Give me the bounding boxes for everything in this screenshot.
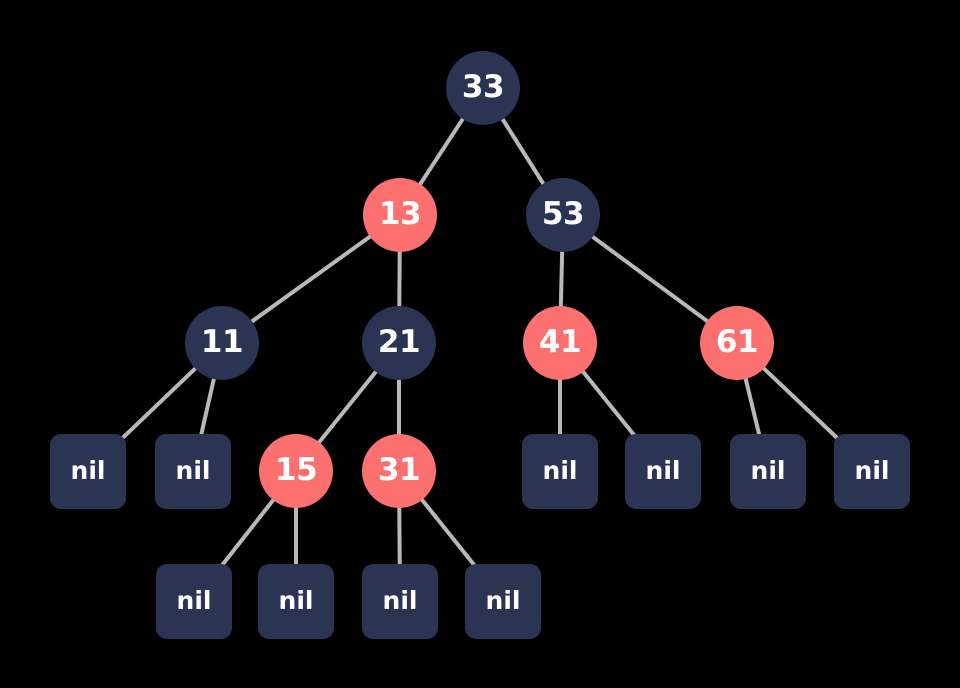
tree-node-13[interactable]: 13 [363,178,437,252]
tree-node-label: nil [278,585,314,615]
tree-node-nil[interactable]: nil [258,563,334,639]
tree-node-41[interactable]: 41 [523,306,597,380]
tree-node-label: 21 [377,323,421,360]
tree-node-33[interactable]: 33 [446,51,520,125]
tree-node-label: 61 [715,323,759,360]
tree-node-label: nil [70,455,106,485]
tree-node-label: nil [750,455,786,485]
tree-node-nil[interactable]: nil [522,433,598,509]
tree-node-label: nil [176,585,212,615]
tree-node-label: 15 [274,451,318,488]
tree-node-label: 11 [200,323,244,360]
tree-node-label: 33 [461,68,505,105]
tree-node-11[interactable]: 11 [185,306,259,380]
tree-node-nil[interactable]: nil [50,433,126,509]
tree-node-nil[interactable]: nil [362,563,438,639]
tree-node-31[interactable]: 31 [362,434,436,508]
tree-node-nil[interactable]: nil [834,433,910,509]
tree-node-nil[interactable]: nil [465,563,541,639]
tree-node-label: 53 [541,195,585,232]
tree-node-nil[interactable]: nil [156,563,232,639]
tree-node-61[interactable]: 61 [700,306,774,380]
tree-node-label: nil [854,455,890,485]
tree-node-53[interactable]: 53 [526,178,600,252]
tree-node-nil[interactable]: nil [730,433,806,509]
tree-node-label: nil [645,455,681,485]
tree-node-15[interactable]: 15 [259,434,333,508]
tree-node-label: 41 [538,323,582,360]
tree-node-label: nil [542,455,578,485]
tree-node-label: nil [175,455,211,485]
tree-node-label: nil [382,585,418,615]
tree-node-nil[interactable]: nil [625,433,701,509]
tree-node-label: nil [485,585,521,615]
tree-node-label: 31 [377,451,421,488]
tree-node-nil[interactable]: nil [155,433,231,509]
tree-node-21[interactable]: 21 [362,306,436,380]
tree-node-label: 13 [378,195,422,232]
